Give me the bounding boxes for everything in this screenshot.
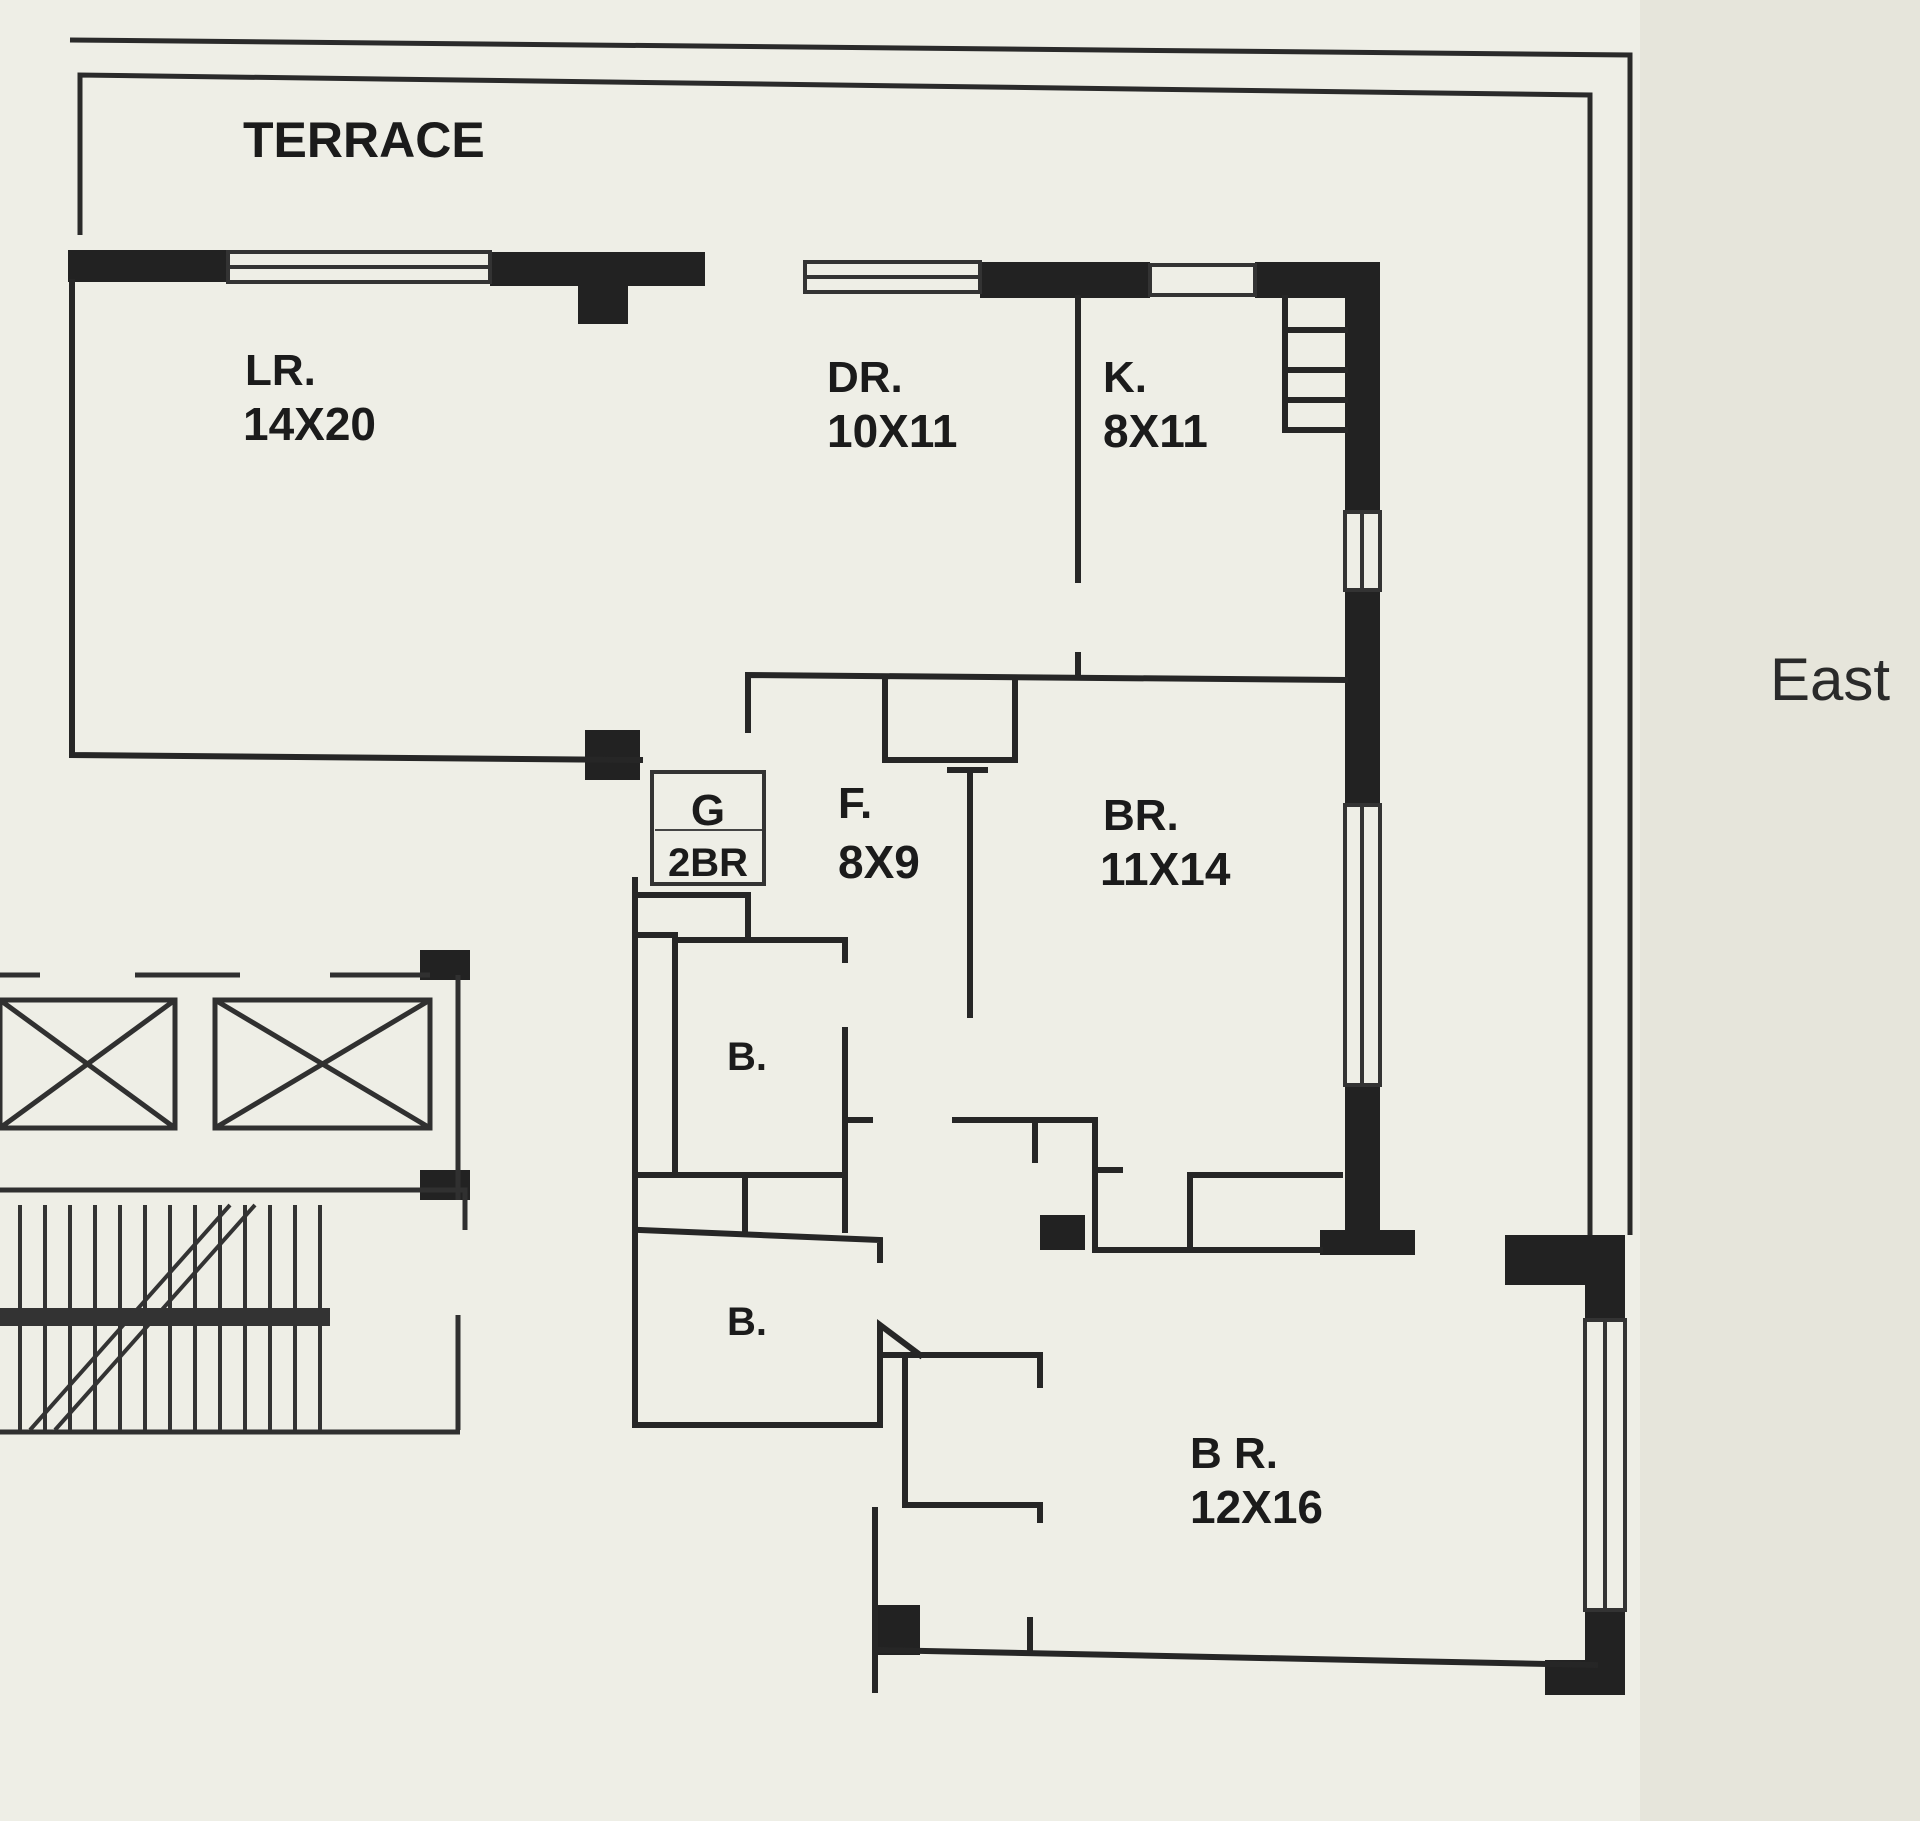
exterior-walls bbox=[68, 250, 1625, 1695]
dining-room-size: 10X11 bbox=[827, 405, 957, 457]
bedroom-1-name: BR. bbox=[1103, 791, 1179, 840]
bath-2-name: B. bbox=[727, 1300, 767, 1344]
terrace-label: TERRACE bbox=[243, 112, 485, 168]
foyer-name: F. bbox=[838, 779, 872, 828]
stair-landing bbox=[0, 1308, 330, 1326]
interior-walls bbox=[69, 279, 1599, 1693]
foyer-size: 8X9 bbox=[838, 836, 920, 888]
living-room-size: 14X20 bbox=[243, 398, 376, 450]
right-margin bbox=[1640, 0, 1920, 1821]
kitchen-name: K. bbox=[1103, 353, 1147, 402]
core-elevators-stairs bbox=[0, 972, 468, 1435]
windows bbox=[226, 250, 1627, 1612]
bedroom-2-name: B R. bbox=[1190, 1429, 1278, 1478]
living-room-name: LR. bbox=[245, 346, 316, 395]
unit-tag-line1: G bbox=[691, 786, 725, 835]
dining-room-name: DR. bbox=[827, 353, 903, 402]
kitchen-size: 8X11 bbox=[1103, 405, 1208, 457]
orientation-label: East bbox=[1770, 646, 1890, 713]
bedroom-2-size: 12X16 bbox=[1190, 1481, 1323, 1533]
terrace-boundary bbox=[69, 37, 1633, 1240]
bath-1-name: B. bbox=[727, 1035, 767, 1079]
unit-tag-box bbox=[650, 770, 766, 886]
bedroom-1-size: 11X14 bbox=[1100, 843, 1231, 895]
unit-tag-line2: 2BR bbox=[668, 841, 748, 885]
